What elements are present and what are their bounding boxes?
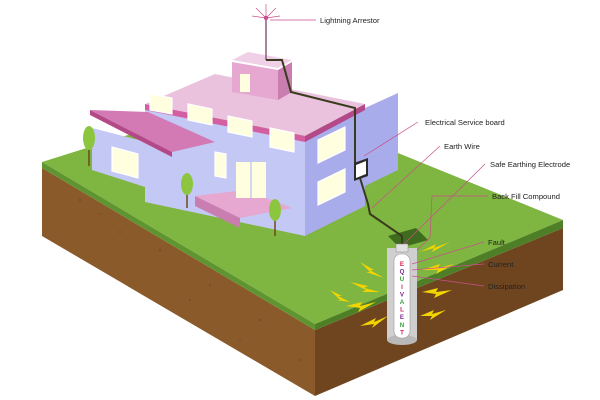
electrode-brand-letter: E	[400, 314, 404, 321]
label-dissipation: Dissipation	[488, 282, 525, 291]
label-safe-earthing-electrode: Safe Earthing Electrode	[490, 160, 570, 169]
current-sparks	[330, 242, 454, 328]
house-roof-rim	[145, 104, 305, 142]
tree	[83, 126, 95, 166]
lightning-arrestor	[251, 4, 281, 60]
spark	[360, 262, 384, 278]
roof-tower-side	[278, 62, 292, 100]
porch-step	[195, 196, 240, 228]
grass-edge-left	[42, 162, 315, 330]
electrode-brand-letter: L	[400, 307, 404, 314]
label-earth-wire: Earth Wire	[444, 142, 480, 151]
electrode-brand-letter: A	[400, 299, 405, 306]
wing-roof-rim	[90, 110, 172, 157]
label-electrical-service-board: Electrical Service board	[425, 118, 505, 127]
house-roof-rim-side	[305, 104, 365, 142]
spark	[360, 316, 388, 328]
spark	[350, 282, 380, 292]
tree	[181, 173, 193, 208]
tower-window	[240, 74, 250, 92]
electrode-brand-letter: T	[400, 329, 404, 336]
house	[90, 52, 398, 236]
spark	[420, 310, 446, 320]
safe-earthing-electrode	[393, 253, 411, 339]
electrical-service-board	[354, 158, 368, 181]
tree	[269, 199, 281, 236]
house-side-annex	[365, 93, 398, 186]
leader-lines	[270, 19, 488, 287]
spark	[346, 302, 376, 312]
label-current: Current	[488, 260, 514, 269]
porch-floor	[195, 190, 292, 218]
label-back-fill-compound: Back Fill Compound	[492, 192, 560, 201]
electrode-brand-letter: E	[400, 261, 404, 268]
house-roof	[145, 74, 365, 136]
roof-tower-top	[232, 52, 292, 68]
electrode-brand-letter: N	[400, 322, 405, 329]
wing-roof	[90, 110, 215, 152]
earth-pit-opening	[388, 228, 428, 248]
trees	[83, 126, 281, 236]
label-fault: Fault	[488, 238, 506, 247]
soil-texture	[78, 198, 541, 381]
electrode-brand-letter: V	[400, 291, 405, 298]
electrode-brand-letter: I	[401, 284, 403, 291]
spark	[422, 288, 452, 298]
spark	[420, 242, 450, 252]
electrode-brand-letter: U	[400, 276, 405, 283]
label-lightning-arrestor: Lightning Arrestor	[320, 16, 380, 25]
grass-edge-right	[315, 220, 563, 330]
spark	[330, 290, 350, 302]
soil-front-left	[42, 168, 315, 396]
electrode-brand-letter: Q	[400, 269, 405, 276]
spark	[422, 264, 454, 274]
